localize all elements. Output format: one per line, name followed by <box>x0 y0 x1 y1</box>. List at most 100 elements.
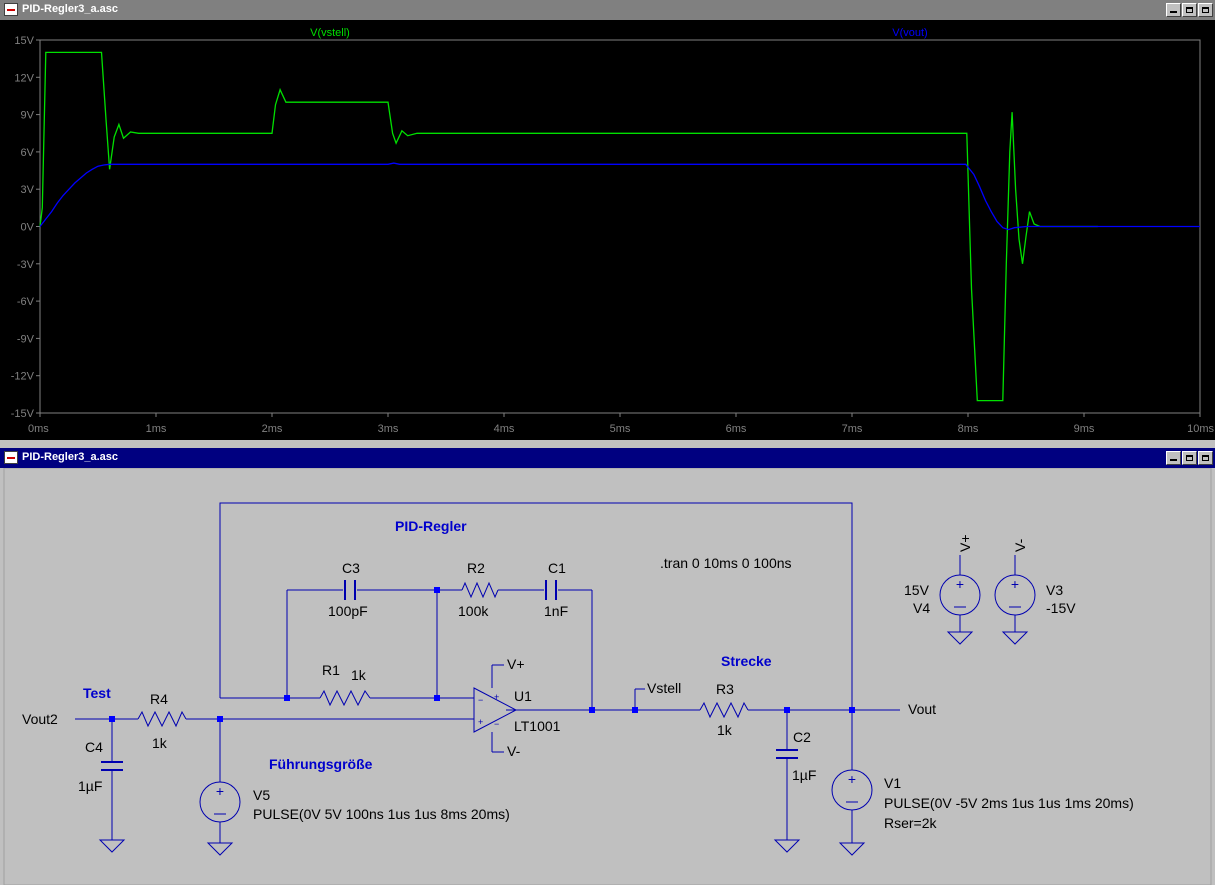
v3-source-symbol[interactable]: + <box>994 574 1036 616</box>
legend-vstell[interactable]: V(vstell) <box>310 27 350 39</box>
c2-symbol[interactable] <box>776 749 798 759</box>
restore-button[interactable] <box>1198 3 1213 17</box>
v4-name[interactable]: V4 <box>913 600 930 616</box>
ground-icon <box>206 842 234 856</box>
schematic-window[interactable]: PID-Regler3_a.asc <box>0 448 1215 885</box>
r3-name[interactable]: R3 <box>716 681 734 697</box>
v5-source-symbol[interactable]: + <box>199 781 241 823</box>
strecke-label[interactable]: Strecke <box>721 653 772 669</box>
r1-symbol[interactable] <box>319 689 371 707</box>
r2-symbol[interactable] <box>461 581 499 599</box>
y-tick-label: 15V <box>14 35 34 47</box>
x-tick-label: 10ms <box>1187 423 1214 435</box>
schematic-border <box>3 468 1212 885</box>
ground-icon <box>98 839 126 853</box>
legend-vout[interactable]: V(vout) <box>892 27 927 39</box>
u1-vminus-label[interactable]: V- <box>507 743 521 759</box>
restore-button[interactable] <box>1198 451 1213 465</box>
y-tick-label: 12V <box>14 72 34 84</box>
svg-text:−: − <box>494 719 499 729</box>
r1-name[interactable]: R1 <box>322 662 340 678</box>
c2-name[interactable]: C2 <box>793 729 811 745</box>
u1-vplus-label[interactable]: V+ <box>507 656 525 672</box>
v1-name[interactable]: V1 <box>884 775 901 791</box>
v4-node-label[interactable]: V+ <box>957 534 973 552</box>
v1-rser[interactable]: Rser=2k <box>884 815 938 831</box>
y-tick-label: 6V <box>21 147 35 159</box>
trace-vvstell[interactable] <box>39 51 1098 402</box>
c1-name[interactable]: C1 <box>548 560 566 576</box>
u1-name[interactable]: U1 <box>514 688 532 704</box>
schematic-titlebar[interactable]: PID-Regler3_a.asc <box>0 448 1215 468</box>
maximize-button[interactable] <box>1182 3 1197 17</box>
v5-name[interactable]: V5 <box>253 787 270 803</box>
u1-value[interactable]: LT1001 <box>514 718 561 734</box>
r4-symbol[interactable] <box>137 710 187 728</box>
svg-text:−: − <box>478 695 483 705</box>
schematic-background <box>0 468 1215 885</box>
x-tick-label: 5ms <box>610 423 631 435</box>
svg-text:+: + <box>956 576 964 592</box>
c4-symbol[interactable] <box>101 761 123 771</box>
svg-text:+: + <box>1011 576 1019 592</box>
v3-value[interactable]: -15V <box>1046 600 1076 616</box>
c1-symbol[interactable] <box>545 580 557 600</box>
v4-source-symbol[interactable]: + <box>939 574 981 616</box>
r4-value[interactable]: 1k <box>152 735 168 751</box>
plot-background <box>0 20 1215 440</box>
svg-text:+: + <box>494 692 499 702</box>
restore-icon <box>1202 7 1209 13</box>
tran-directive[interactable]: .tran 0 10ms 0 100ns <box>660 555 792 571</box>
svg-text:+: + <box>848 771 856 787</box>
y-tick-label: 3V <box>21 184 35 196</box>
waveform-titlebar[interactable]: PID-Regler3_a.asc <box>0 0 1215 20</box>
svg-text:+: + <box>478 717 483 727</box>
net-label-vout2[interactable]: Vout2 <box>22 711 58 727</box>
c3-value[interactable]: 100pF <box>328 603 368 619</box>
test-label[interactable]: Test <box>83 685 111 701</box>
y-tick-label: -12V <box>11 371 35 383</box>
r2-name[interactable]: R2 <box>467 560 485 576</box>
y-tick-label: 0V <box>21 222 35 234</box>
c1-value[interactable]: 1nF <box>544 603 568 619</box>
y-tick-label: 9V <box>21 110 35 122</box>
c3-symbol[interactable] <box>344 580 356 600</box>
r4-name[interactable]: R4 <box>150 691 168 707</box>
c4-name[interactable]: C4 <box>85 739 103 755</box>
schematic-canvas[interactable]: − + + − + + + + <box>0 468 1215 885</box>
minimize-button[interactable] <box>1166 3 1181 17</box>
pid-regler-label[interactable]: PID-Regler <box>395 518 467 534</box>
v3-name[interactable]: V3 <box>1046 582 1063 598</box>
c4-value[interactable]: 1µF <box>78 778 102 794</box>
junctions <box>109 587 855 722</box>
x-tick-label: 8ms <box>958 423 979 435</box>
window-menu-icon[interactable] <box>4 3 18 16</box>
v3-node-label[interactable]: V- <box>1012 538 1028 552</box>
u1-opamp-symbol[interactable]: − + + − <box>473 687 518 733</box>
waveform-plot[interactable]: V(vstell) V(vout) 15V12V9V6V3V0V-3V-6V-9… <box>0 20 1215 440</box>
c2-value[interactable]: 1µF <box>792 767 816 783</box>
r3-value[interactable]: 1k <box>717 722 733 738</box>
waveform-window[interactable]: PID-Regler3_a.asc V(vstell) V(vout) 15V 1… <box>0 0 1215 440</box>
r3-symbol[interactable] <box>699 701 749 719</box>
c3-name[interactable]: C3 <box>342 560 360 576</box>
v4-value[interactable]: 15V <box>904 582 930 598</box>
net-label-vstell[interactable]: Vstell <box>647 680 681 696</box>
v5-value[interactable]: PULSE(0V 5V 100ns 1us 1us 8ms 20ms) <box>253 806 510 822</box>
y-tick-label: -15V <box>11 408 35 420</box>
x-tick-label: 6ms <box>726 423 747 435</box>
maximize-button[interactable] <box>1182 451 1197 465</box>
v1-source-symbol[interactable]: + <box>831 769 873 811</box>
r2-value[interactable]: 100k <box>458 603 489 619</box>
trace-vvout[interactable] <box>39 162 1200 231</box>
x-tick-label: 9ms <box>1074 423 1095 435</box>
v1-value[interactable]: PULSE(0V -5V 2ms 1us 1us 1ms 20ms) <box>884 795 1134 811</box>
fuhrungsgrosse-label[interactable]: Führungsgröße <box>269 756 373 772</box>
net-label-vout[interactable]: Vout <box>908 701 936 717</box>
r1-value[interactable]: 1k <box>351 667 367 683</box>
window-menu-icon[interactable] <box>4 451 18 464</box>
minimize-button[interactable] <box>1166 451 1181 465</box>
ground-icon <box>1001 631 1029 645</box>
schematic-window-title: PID-Regler3_a.asc <box>22 451 118 463</box>
ground-icon <box>838 842 866 856</box>
